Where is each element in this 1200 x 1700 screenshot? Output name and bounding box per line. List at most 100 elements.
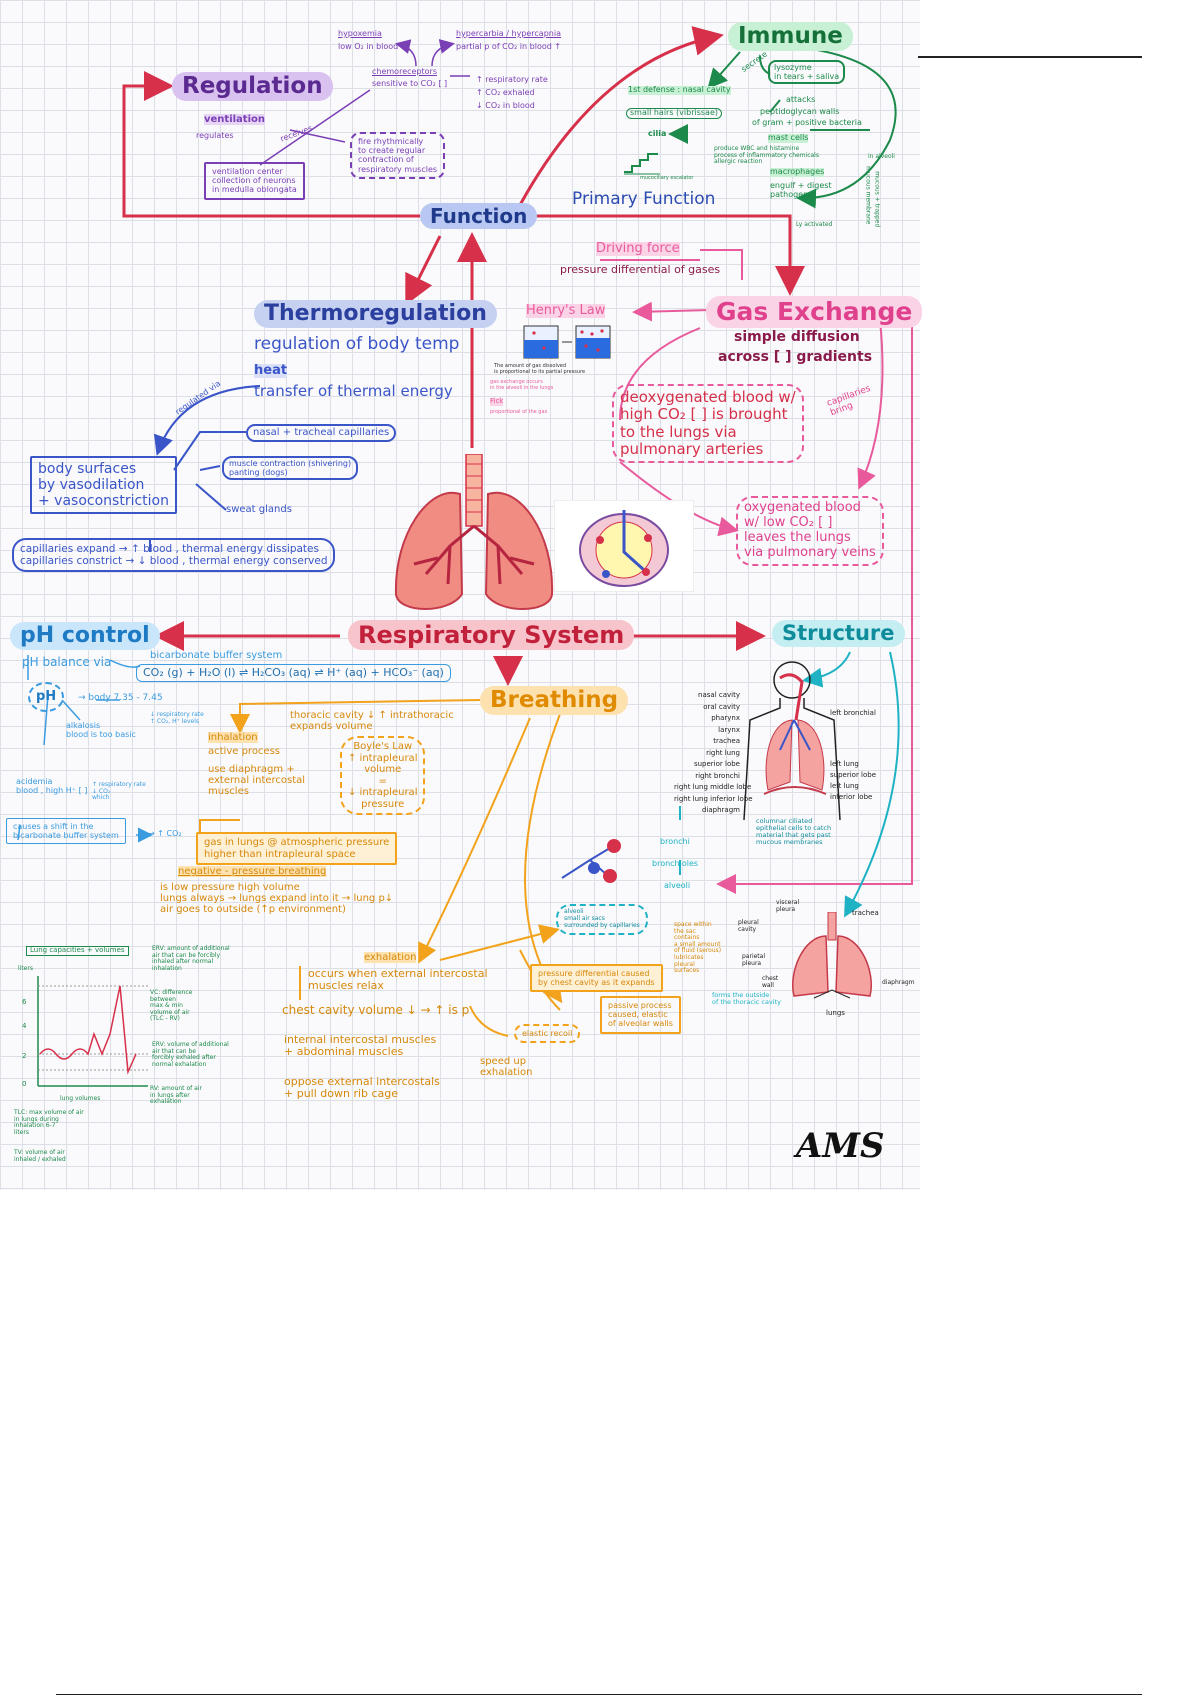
tv-note: TV: volume of air inhaled / exhaled (14, 1149, 66, 1163)
label-larynx: larynx (718, 725, 740, 734)
immune-node[interactable]: Immune (728, 22, 853, 52)
diaphragm-muscles: use diaphragm + external intercostal mus… (208, 764, 306, 797)
heat-label: heat (254, 363, 288, 379)
exhalation-occurs: occurs when external intercostal muscles… (308, 967, 488, 993)
negative-pressure: negative - pressure breathing (178, 866, 327, 877)
bottom-rule (56, 1694, 1142, 1695)
thoracic-cavity: thoracic cavity ↓ ↑ intrathoracic expand… (290, 710, 454, 732)
elastic-recoil-box: elastic recoil (514, 1024, 581, 1044)
attacks-label: attacks (786, 95, 816, 104)
forms-outside-note: forms the outside of the thoracic cavity (712, 991, 781, 1007)
mucociliary-label: mucociliary escalator (640, 175, 694, 181)
rv-note: RV: amount of air in lungs after exhalat… (150, 1085, 202, 1106)
pressure-diff-box: pressure differential caused by chest ca… (530, 964, 663, 993)
negative-desc: is low pressure high volume lungs always… (160, 882, 394, 915)
fick-desc: proportional of the gas (490, 409, 548, 415)
chest-wall-label: chest wall (762, 975, 779, 989)
structure-left-labels: nasal cavity oral cavity pharynx larynx … (674, 690, 753, 817)
chest-cavity: chest cavity volume ↓ → ↑ is p (282, 1003, 470, 1017)
mast-cells: mast cells (768, 133, 809, 143)
label-left-lung-2: left lung (830, 782, 859, 790)
human-body-illustration (740, 660, 850, 830)
fire-rhythm-box: fire rhythmically to create regular cont… (350, 132, 446, 179)
ph-balance-label: pH balance via (22, 655, 112, 669)
label-left-lung: left lung (830, 760, 859, 768)
cilia-escalator-icon (622, 148, 662, 176)
small-hairs: small hairs (vibrissae) (626, 108, 722, 119)
cilia-label: cilia (648, 129, 667, 138)
svg-text:6: 6 (22, 998, 27, 1006)
hypercarbia-desc: partial p of CO₂ in blood ↑ (456, 42, 562, 51)
erv-inhale-note: ERV: amount of additional air that can b… (152, 945, 230, 972)
chemoreceptors-desc: sensitive to CO₂ [ ] (372, 79, 448, 88)
signature: AMS (796, 1126, 885, 1166)
lung-caps-title: Lung capacities + volumes (26, 946, 129, 956)
gram-positive: of gram + positive bacteria (752, 118, 862, 127)
ph-badge: pH (28, 682, 65, 713)
function-node[interactable]: Function (420, 203, 538, 229)
label-left-inferior: inferior lobe (830, 793, 873, 801)
in-alveoli-label: in alveoli (868, 153, 895, 160)
hypoxemia-desc: low O₂ in blood (338, 42, 399, 51)
label-right-bronchi: right bronchi (695, 771, 740, 780)
pleural-cavity-label: pleural cavity (738, 919, 759, 933)
serous-fluid-note: space within the sac contains a small am… (674, 921, 722, 975)
henry-note: The amount of gas dissolved is proportio… (494, 363, 586, 375)
chemoreceptors-label: chemoreceptors (372, 67, 437, 76)
bronchiole-illustration (560, 838, 630, 888)
exhalation-label: exhalation (364, 952, 417, 963)
henry-diagram (522, 324, 612, 360)
bicarbonate-equation: CO₂ (g) + H₂O (l) ⇌ H₂CO₃ (aq) ⇌ H⁺ (aq)… (136, 664, 451, 683)
structure-right-labels: left bronchial left lung superior lobe l… (830, 708, 876, 803)
vc-note: VC: difference between max & min volume … (150, 989, 193, 1023)
erv-exhale-note: ERV: volume of additional air that can b… (152, 1041, 229, 1068)
alveoli-desc-box: alveoli small air sacs surrounded by cap… (556, 904, 648, 935)
bronchi-label: bronchi (660, 837, 690, 846)
heat-desc: transfer of thermal energy (254, 382, 453, 400)
hypoxemia-label: hypoxemia (338, 29, 382, 38)
breathing-node[interactable]: Breathing (480, 686, 629, 716)
ventilation-sub: regulates (196, 131, 234, 140)
acidosis-effect: ↑ respiratory rate ↓ CO₂ which (92, 781, 146, 802)
svg-text:2: 2 (22, 1052, 26, 1060)
mast-desc: produce WBC and histamine process of inf… (714, 145, 819, 166)
label-left-bronchial: left bronchial (830, 709, 876, 717)
peptidoglycan: peptidoglycan walls (760, 107, 840, 116)
ph-shift-box: causes a shift in the bicarbonate buffer… (6, 818, 126, 845)
ventilation-center-box: ventilation center collection of neurons… (204, 162, 305, 200)
thermo-desc: regulation of body temp (254, 334, 460, 354)
gas-exchange-node[interactable]: Gas Exchange (706, 296, 923, 328)
internal-intercostal: internal intercostal muscles + abdominal… (284, 1033, 437, 1059)
alkalosis-label: alkalosis blood is too basic (66, 721, 136, 739)
lung-caps-y-label: liters (18, 965, 33, 972)
label-right-inferior: right lung inferior lobe (674, 794, 753, 803)
label-right-lung: right lung (706, 748, 740, 757)
trachea-right-label: trachea (852, 909, 879, 917)
lungs-label: lungs (826, 1009, 845, 1017)
muscle-contraction-box: muscle contraction (shivering) panting (… (222, 456, 359, 481)
pleura-lungs-illustration (784, 912, 880, 1004)
mucous-trapped-label: mucous + trapped (873, 171, 881, 228)
label-oral-cavity: oral cavity (703, 702, 740, 711)
co2-exhaled: ↑ CO₂ exhaled (476, 88, 535, 97)
thermoregulation-node[interactable]: Thermoregulation (254, 300, 497, 329)
henrys-law: Henry's Law (526, 303, 606, 319)
respiratory-system-node[interactable]: Respiratory System (348, 620, 635, 651)
oppose-external: oppose external intercostals + pull down… (284, 1075, 440, 1101)
simple-diffusion: simple diffusion (734, 329, 860, 345)
bronchioles-label: bronchioles (652, 859, 699, 868)
structure-node[interactable]: Structure (772, 620, 905, 648)
svg-text:4: 4 (22, 1022, 27, 1030)
gas-lungs-box: gas in lungs @ atmospheric pressure high… (196, 832, 398, 865)
sweat-glands: sweat glands (226, 504, 292, 515)
lungs-illustration (390, 454, 558, 618)
alveoli-label: alveoli (664, 881, 691, 890)
bicarbonate-label: bicarbonate buffer system (150, 650, 283, 661)
ph-control-node[interactable]: pH control (10, 622, 160, 651)
active-process: active process (208, 746, 281, 757)
visceral-pleura-label: visceral pleura (776, 899, 800, 913)
body-surfaces-box: body surfaces by vasodilation + vasocons… (30, 456, 177, 515)
regulation-node[interactable]: Regulation (172, 72, 333, 102)
activated-label: Ly activated (796, 221, 833, 228)
ciliated-note: columnar ciliated epithelial cells to ca… (756, 817, 832, 847)
